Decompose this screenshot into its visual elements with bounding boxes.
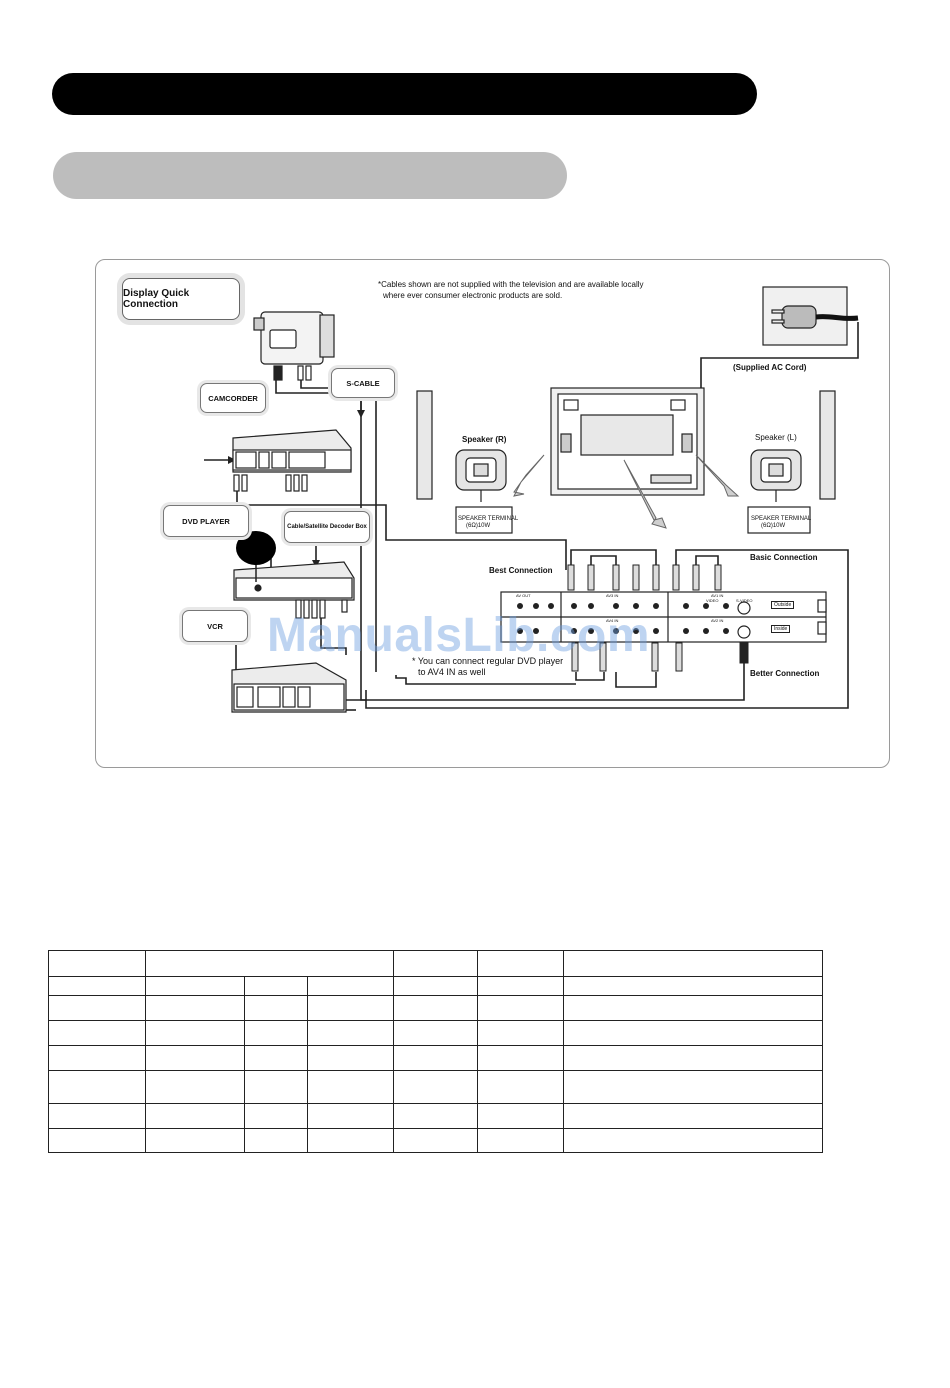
table-row	[48, 950, 823, 977]
table-cell	[144, 950, 394, 977]
table-cell	[48, 976, 146, 996]
table-cell	[243, 1103, 308, 1129]
table-cell	[477, 1103, 565, 1129]
panel-av-out-label: AV OUT	[516, 593, 531, 598]
table-cell	[48, 1070, 146, 1104]
table-cell	[477, 950, 565, 977]
table-cell	[477, 1128, 565, 1153]
table-cell	[144, 976, 245, 996]
cable-note-line1: *Cables shown are not supplied with the …	[378, 280, 644, 289]
panel-av1-in-label: AV1 IN	[711, 593, 724, 598]
table-cell	[563, 1070, 823, 1104]
section-header-bar	[52, 73, 757, 115]
table-cell	[144, 1128, 245, 1153]
table-cell	[392, 1103, 479, 1129]
table-row	[48, 1103, 823, 1129]
table-cell	[392, 1020, 479, 1046]
table-cell	[392, 950, 479, 977]
subsection-header-bar	[53, 152, 567, 199]
connection-diagram-panel: Display Quick Connection *Cables shown a…	[95, 259, 890, 768]
table-cell	[243, 1020, 308, 1046]
cable-note-line2: where ever consumer electronic products …	[383, 291, 563, 300]
table-cell	[392, 995, 479, 1021]
table-cell	[563, 1128, 823, 1153]
table-cell	[48, 1103, 146, 1129]
dvd-note-line2: to AV4 IN as well	[418, 667, 486, 677]
table-cell	[392, 1070, 479, 1104]
table-cell	[392, 1128, 479, 1153]
table-cell	[144, 1103, 245, 1129]
table-cell	[48, 1045, 146, 1071]
spec-table	[48, 950, 823, 1153]
table-row	[48, 1128, 823, 1153]
table-cell	[563, 1103, 823, 1129]
table-cell	[477, 995, 565, 1021]
decoder-box-label: Cable/Satellite Decoder Box	[284, 511, 370, 543]
table-cell	[477, 976, 565, 996]
table-cell	[306, 1128, 394, 1153]
display-quick-connection-title: Display Quick Connection	[122, 278, 240, 320]
table-row	[48, 1070, 823, 1104]
table-cell	[144, 995, 245, 1021]
table-cell	[144, 1020, 245, 1046]
table-cell	[243, 1070, 308, 1104]
table-cell	[48, 950, 146, 977]
speaker-left-label: Speaker (L)	[755, 433, 797, 442]
speaker-terminal-right-label: SPEAKER TERMINAL	[458, 516, 519, 522]
dvd-player-label: DVD PLAYER	[163, 505, 249, 537]
table-cell	[243, 976, 308, 996]
table-cell	[48, 1020, 146, 1046]
best-connection-label: Best Connection	[489, 566, 553, 575]
speaker-terminal-right-spec: (6Ω)10W	[466, 523, 491, 529]
panel-inside-label: Inside	[771, 625, 791, 633]
table-cell	[392, 976, 479, 996]
speaker-terminal-left-label: SPEAKER TERMINAL	[751, 516, 812, 522]
table-cell	[306, 1070, 394, 1104]
panel-s-video-label: S-VIDEO	[736, 598, 753, 603]
s-cable-label: S-CABLE	[331, 368, 395, 398]
table-cell	[563, 995, 823, 1021]
table-cell	[306, 976, 394, 996]
table-cell	[477, 1020, 565, 1046]
table-cell	[563, 976, 823, 996]
watermark: ManualsLib.com	[267, 609, 651, 662]
dvd-note-line1: * You can connect regular DVD player	[412, 656, 564, 666]
panel-video-label: VIDEO	[706, 598, 719, 603]
table-cell	[243, 1045, 308, 1071]
table-cell	[306, 995, 394, 1021]
table-cell	[243, 995, 308, 1021]
table-cell	[144, 1070, 245, 1104]
table-cell	[144, 1045, 245, 1071]
table-cell	[243, 1128, 308, 1153]
table-row	[48, 1020, 823, 1046]
table-row	[48, 976, 823, 996]
camcorder-label: CAMCORDER	[200, 383, 266, 413]
table-cell	[306, 1103, 394, 1129]
vcr-label: VCR	[182, 610, 248, 642]
table-cell	[306, 1020, 394, 1046]
panel-av2-in-label: AV2 IN	[711, 618, 724, 623]
panel-av3-in-label: AV3 IN	[606, 593, 619, 598]
table-cell	[563, 1045, 823, 1071]
better-connection-label: Better Connection	[750, 669, 820, 678]
table-cell	[392, 1045, 479, 1071]
panel-av4-in-label: AV4 IN	[606, 618, 619, 623]
table-row	[48, 995, 823, 1021]
table-cell	[48, 995, 146, 1021]
table-cell	[477, 1045, 565, 1071]
table-row	[48, 1045, 823, 1071]
table-cell	[563, 950, 823, 977]
basic-connection-label: Basic Connection	[750, 553, 818, 562]
panel-outside-label: Outside	[771, 601, 795, 609]
table-cell	[477, 1070, 565, 1104]
table-cell	[306, 1045, 394, 1071]
speaker-right-label: Speaker (R)	[462, 435, 507, 444]
speaker-terminal-left-spec: (6Ω)10W	[761, 523, 786, 529]
supplied-ac-cord-label: (Supplied AC Cord)	[733, 363, 807, 372]
table-cell	[48, 1128, 146, 1153]
connection-diagram-svg	[204, 286, 859, 713]
table-cell	[563, 1020, 823, 1046]
